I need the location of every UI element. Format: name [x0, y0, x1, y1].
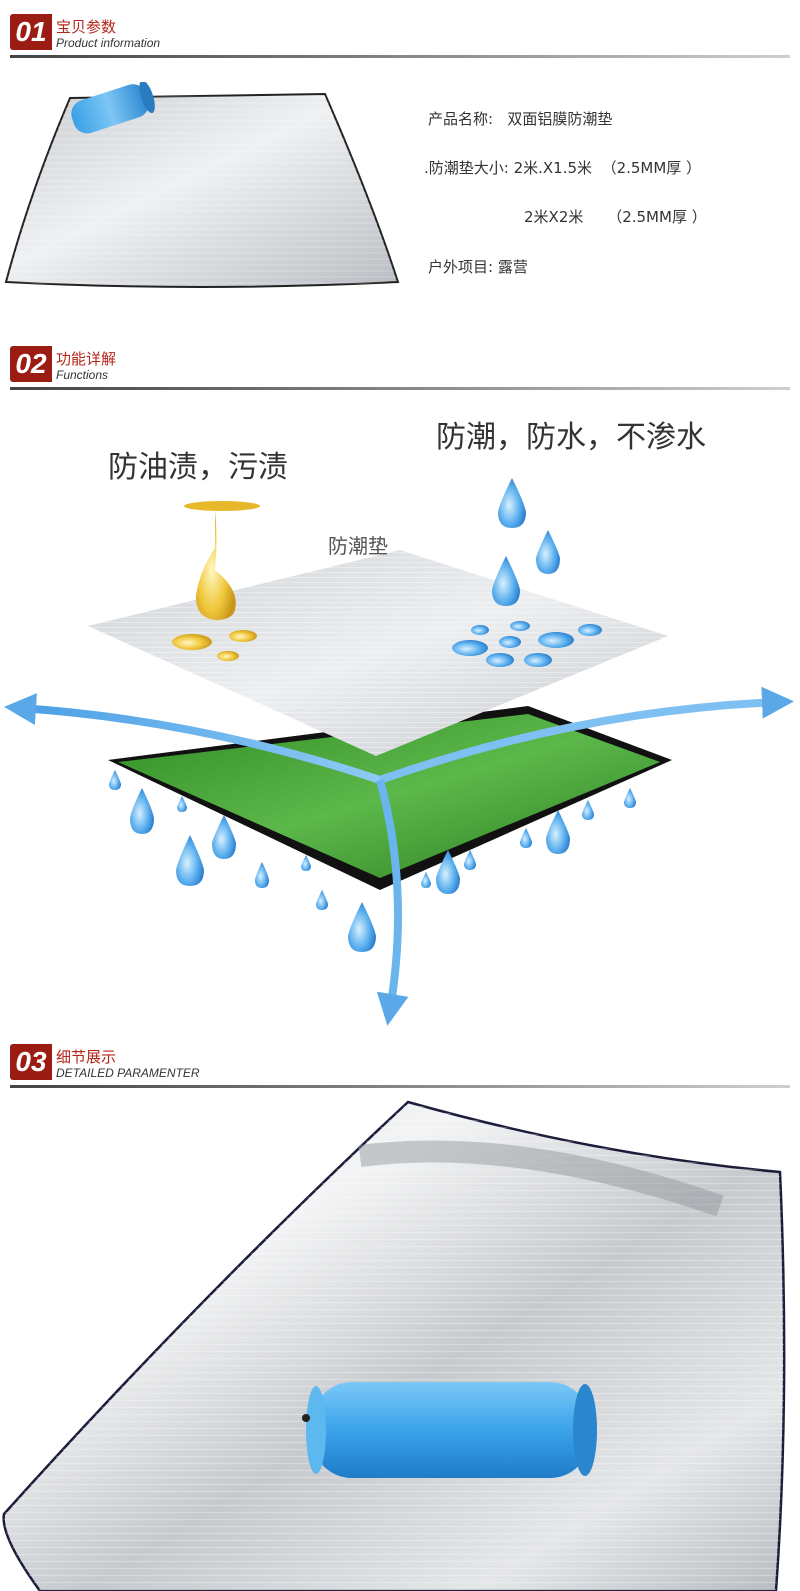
section-header-product-info: 01 宝贝参数 Product information: [0, 14, 800, 58]
mat-label: 防潮垫: [328, 534, 388, 558]
section-divider: [10, 387, 790, 390]
product-size-1: .防潮垫大小: 2米.X1.5米 （2.5MM厚 ）: [424, 159, 702, 177]
section-divider: [10, 1085, 790, 1088]
product-usage: 户外项目: 露营: [428, 258, 528, 276]
product-image-mat-with-bag: [4, 82, 400, 288]
section-header-functions: 02 功能详解 Functions: [0, 346, 800, 390]
section-number: 02: [10, 346, 52, 382]
product-size-2: 2米X2米 （2.5MM厚 ）: [524, 208, 707, 226]
detail-image-mat-with-bag: [2, 1100, 786, 1591]
section-number: 01: [10, 14, 52, 50]
section-number: 03: [10, 1044, 52, 1080]
section-title-en: Functions: [56, 368, 109, 382]
section-divider: [10, 55, 790, 58]
section-title-cn: 功能详解: [56, 350, 117, 368]
functions-illustration: [4, 478, 794, 1026]
section-title-cn: 宝贝参数: [56, 18, 117, 36]
section-title-en: Product information: [56, 36, 161, 50]
product-name: 产品名称: 双面铝膜防潮垫: [428, 110, 613, 128]
section-title-en: DETAILED PARAMENTER: [56, 1066, 200, 1080]
section-header-details: 03 细节展示 DETAILED PARAMENTER: [0, 1044, 800, 1088]
oil-stain-label: 防油渍，污渍: [108, 450, 288, 485]
section-title-cn: 细节展示: [56, 1048, 117, 1066]
waterproof-label: 防潮，防水，不渗水: [436, 420, 706, 455]
